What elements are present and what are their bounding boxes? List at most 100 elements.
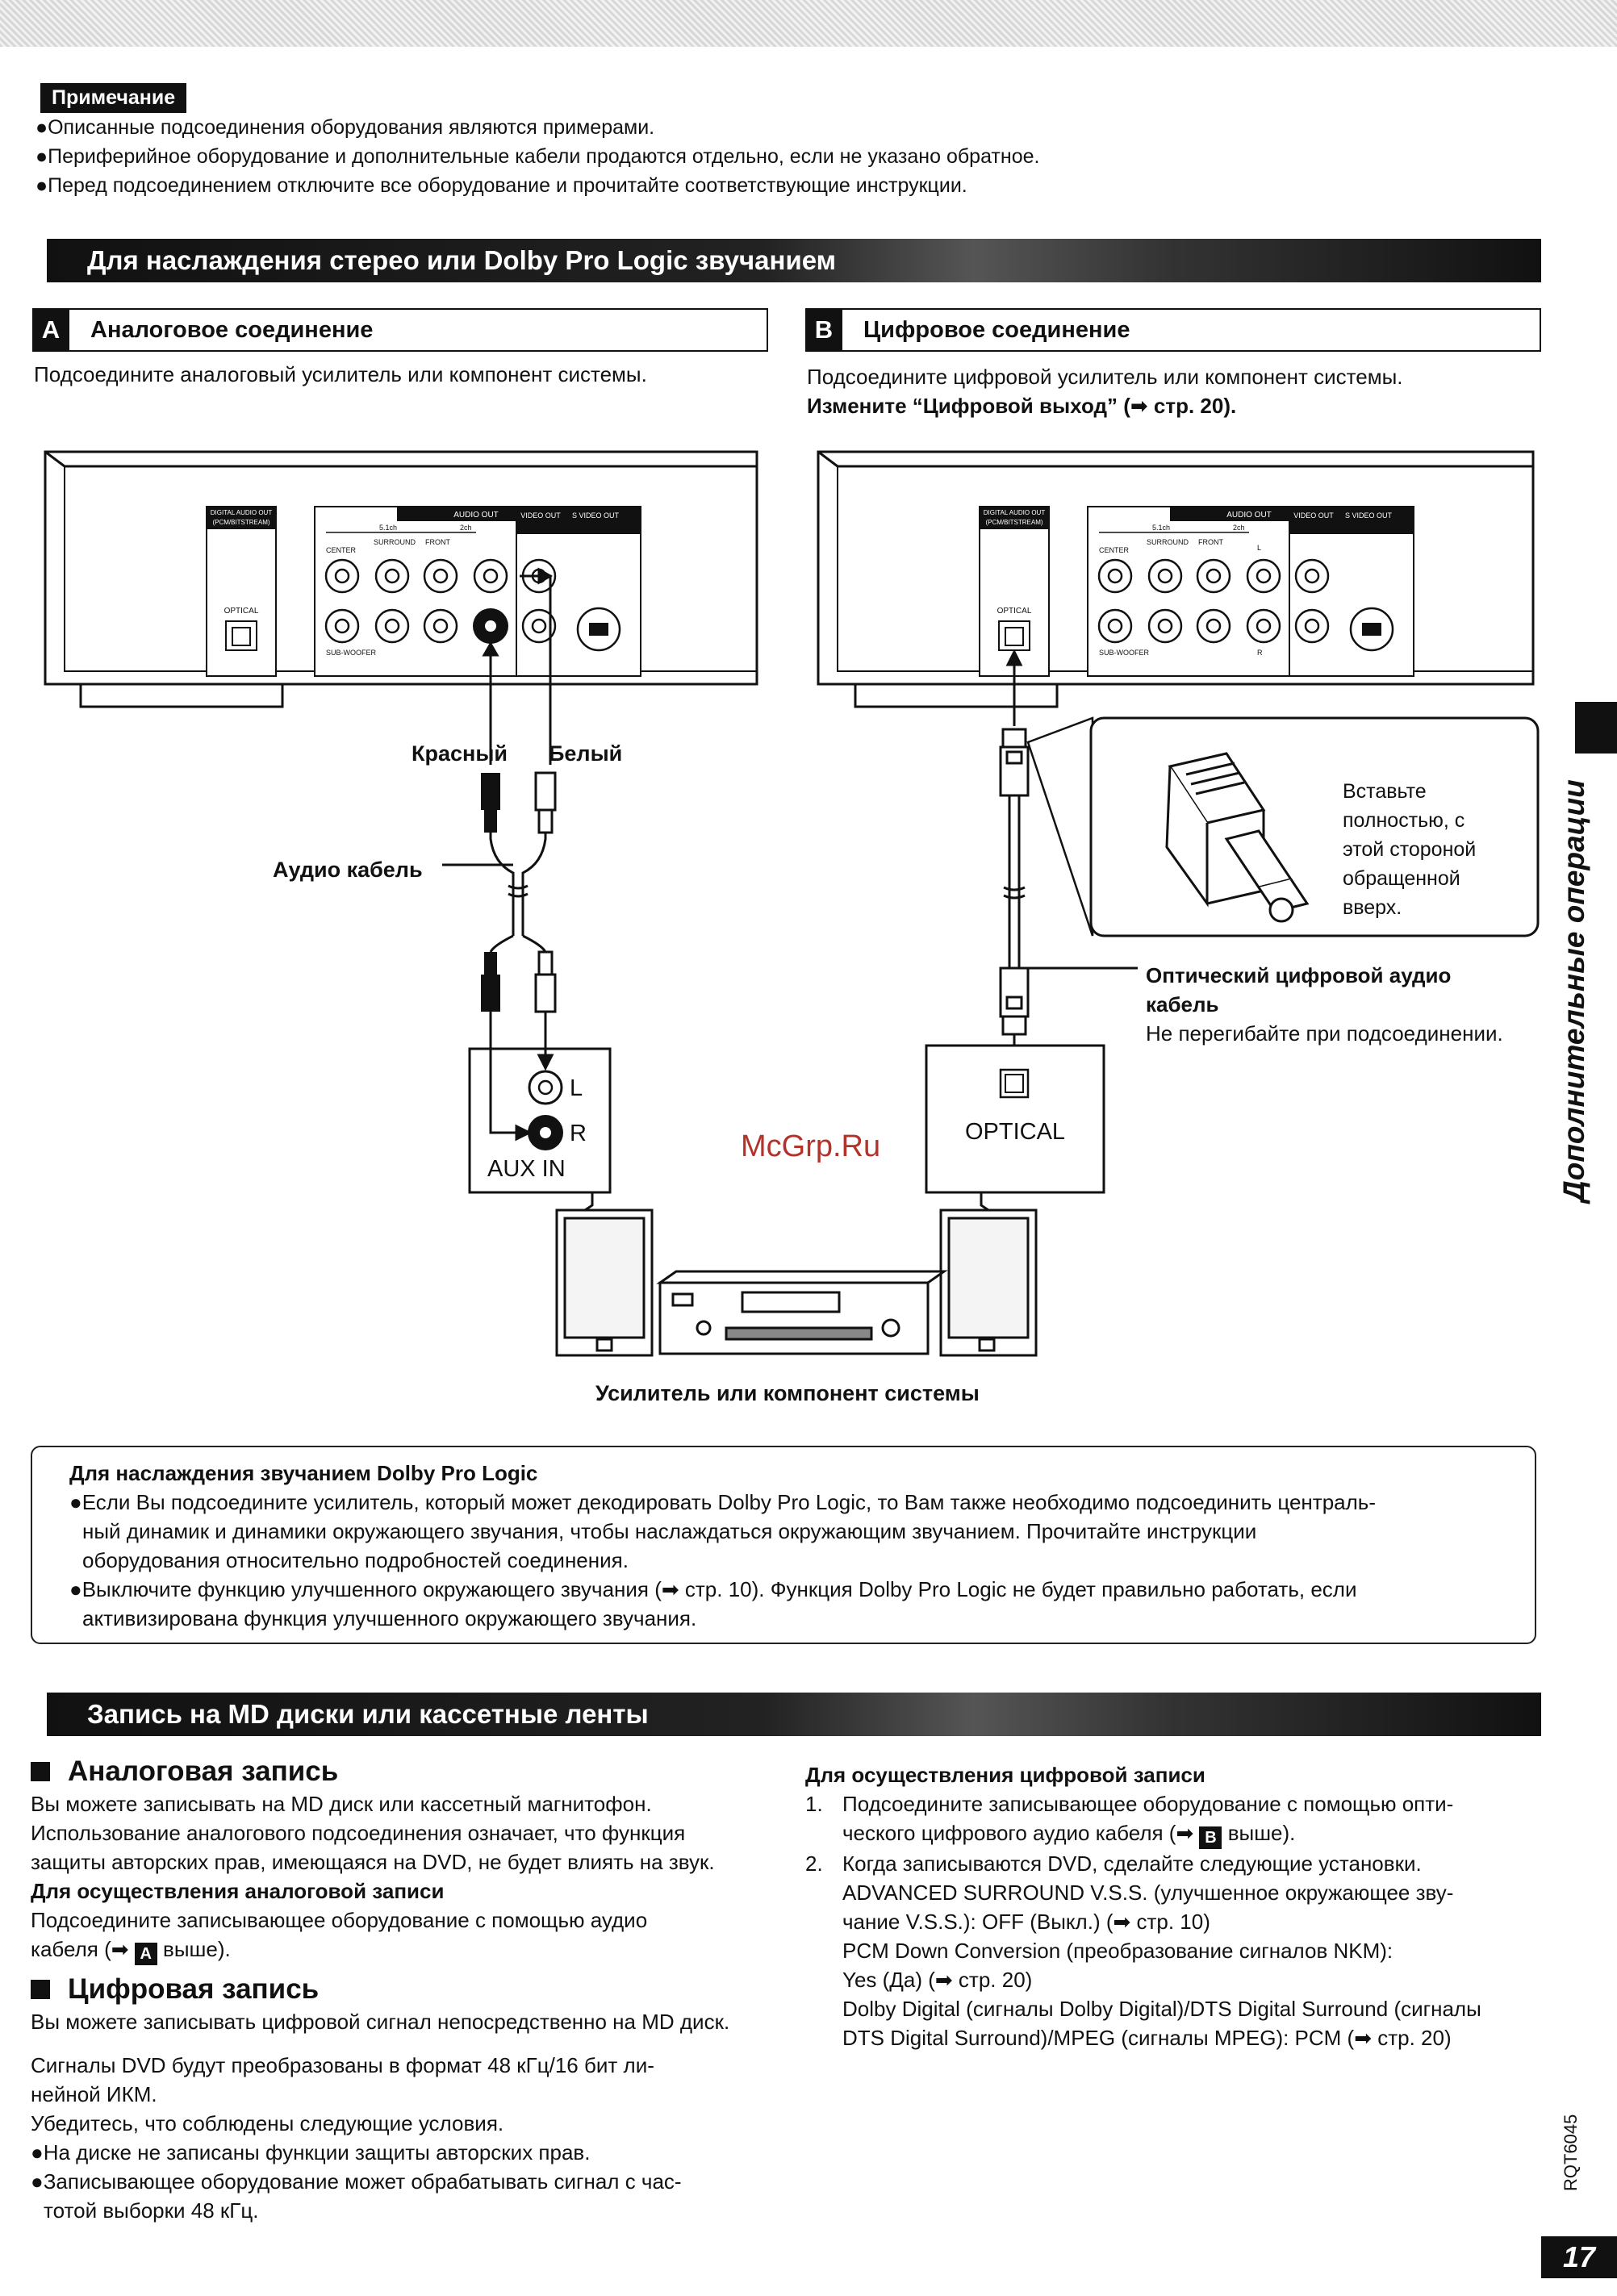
panel-label-51ch: 5.1ch xyxy=(379,524,397,532)
panel-label-r: R xyxy=(1257,649,1263,657)
digital-recording-line: Сигналы DVD будут преобразованы в формат… xyxy=(31,2053,654,2077)
label-red: Красный xyxy=(412,741,508,766)
insert-note-line: вверх. xyxy=(1343,896,1402,919)
digital-connection-title: Цифровое соединение xyxy=(863,317,1130,343)
panel-label-center: CENTER xyxy=(1099,546,1130,554)
analog-recording-line: Вы можете записывать на MD диск или касс… xyxy=(31,1792,652,1816)
dolby-info-line: активизирована функция улучшенного окруж… xyxy=(82,1606,697,1630)
digital-recording-bullet: ●На диске не записаны функции защиты авт… xyxy=(31,2140,591,2165)
label-optical-note: Не перегибайте при подсоединении. xyxy=(1146,1021,1503,1046)
analog-recording-line: кабеля (➡ A выше). xyxy=(31,1935,765,1965)
step-line: Когда записываются DVD, сделайте следующ… xyxy=(842,1851,1422,1876)
digital-connection-desc-bold: Измените “Цифровой выход” (➡ стр. 20). xyxy=(807,394,1237,418)
optical-jack-label: OPTICAL xyxy=(965,1119,1065,1145)
aux-in-box: L R AUX IN xyxy=(468,1047,612,1213)
step-1: 1. Подсоедините записывающее оборудовани… xyxy=(805,1789,1540,1849)
panel-label-front: FRONT xyxy=(1198,538,1223,546)
insert-note-line: обращенной xyxy=(1343,867,1460,890)
dolby-info-text: Для наслаждения звучанием Dolby Pro Logi… xyxy=(69,1459,1506,1633)
analog-connection-desc: Подсоедините аналоговый усилитель или ко… xyxy=(34,362,647,386)
step-number: 1. xyxy=(805,1792,823,1816)
dolby-info-line: ●Если Вы подсоедините усилитель, который… xyxy=(69,1490,1376,1514)
digital-recording-line: Убедитесь, что соблюдены следующие услов… xyxy=(31,2111,504,2135)
label-audio-cable: Аудио кабель xyxy=(273,858,423,882)
step-line: Yes (Да) (➡ стр. 20) xyxy=(842,1968,1033,1992)
panel-label-svideo-out: S VIDEO OUT xyxy=(572,511,620,520)
digital-recording-heading: Цифровая запись xyxy=(31,1973,319,2006)
analog-recording-subheading: Для осуществления аналоговой записи xyxy=(31,1879,445,1903)
dolby-info-box xyxy=(31,1446,1536,1644)
digital-recording-bullet: ●Записывающее оборудование может обрабат… xyxy=(31,2169,682,2194)
model-code: RQT6045 xyxy=(1561,2114,1581,2191)
panel-label-video-out: VIDEO OUT xyxy=(520,511,561,520)
note-item: ●Перед подсоединением отключите все обор… xyxy=(36,174,967,197)
note-item: ●Описанные подсоединения оборудования яв… xyxy=(36,116,655,139)
optical-plug-callout: Вставьте полностью, с этой стороной обра… xyxy=(1026,716,1540,937)
panel-label-audio-out: AUDIO OUT xyxy=(453,511,499,520)
panel-label-pcm: (PCM/BITSTREAM) xyxy=(212,519,270,526)
watermark: McGrp.Ru xyxy=(741,1129,881,1163)
aux-label-r: R xyxy=(570,1121,587,1146)
analog-recording-line: Подсоедините записывающее оборудование с… xyxy=(31,1908,648,1932)
step-line: PCM Down Conversion (преобразование сигн… xyxy=(842,1939,1393,1963)
label-optical-cable: Оптический цифровой аудио xyxy=(1146,963,1451,987)
analog-recording-heading: Аналоговая запись xyxy=(31,1755,338,1788)
panel-label-audio-out: AUDIO OUT xyxy=(1226,511,1272,520)
panel-label-front: FRONT xyxy=(425,538,450,546)
aux-label-l: L xyxy=(570,1075,583,1101)
audio-plugs-bottom xyxy=(481,950,557,1013)
digital-recording-body: Вы можете записывать цифровой сигнал неп… xyxy=(31,2007,765,2225)
section-recording-title: Запись на MD диски или кассетные ленты xyxy=(47,1693,1541,1736)
note-label: Примечание xyxy=(40,83,187,113)
panel-label-svideo-out: S VIDEO OUT xyxy=(1345,511,1393,520)
panel-label-center: CENTER xyxy=(326,546,357,554)
dolby-info-title: Для наслаждения звучанием Dolby Pro Logi… xyxy=(69,1461,538,1485)
panel-label-video-out: VIDEO OUT xyxy=(1293,511,1334,520)
step-line: Подсоедините записывающее оборудование с… xyxy=(842,1792,1454,1816)
panel-label-digital-audio-out: DIGITAL AUDIO OUT xyxy=(984,509,1046,516)
note-item: ●Периферийное оборудование и дополнитель… xyxy=(36,145,1040,168)
analog-recording-line: защиты авторских прав, имеющаяся на DVD,… xyxy=(31,1850,715,1874)
ref-text: выше). xyxy=(163,1937,231,1961)
amp-caption: Усилитель или компонент системы xyxy=(595,1381,980,1405)
panel-label-subwoofer: SUB-WOOFER xyxy=(1099,649,1149,657)
square-bullet-icon xyxy=(31,1980,50,1999)
insert-note-line: этой стороной xyxy=(1343,838,1476,861)
panel-label-digital-audio-out: DIGITAL AUDIO OUT xyxy=(211,509,273,516)
audio-cable-body xyxy=(442,833,547,953)
step-line: чание V.S.S.): OFF (Выкл.) (➡ стр. 10) xyxy=(842,1910,1210,1934)
audio-plugs-top xyxy=(481,771,557,834)
dolby-info-line: ный динамик и динамики окружающего звуча… xyxy=(82,1519,1257,1543)
panel-label-2ch: 2ch xyxy=(460,524,472,532)
step-line: ADVANCED SURROUND V.S.S. (улучшенное окр… xyxy=(842,1881,1454,1905)
panel-label-pcm: (PCM/BITSTREAM) xyxy=(985,519,1042,526)
panel-label-l: L xyxy=(1257,544,1261,552)
ref-a-icon: A xyxy=(134,1943,157,1965)
panel-label-surround: SURROUND xyxy=(374,538,416,546)
note-list: ●Описанные подсоединения оборудования яв… xyxy=(36,113,1205,200)
panel-label-surround: SURROUND xyxy=(1147,538,1189,546)
ref-text: выше). xyxy=(1227,1821,1296,1845)
connection-diagram: DIGITAL AUDIO OUT (PCM/BITSTREAM) OPTICA… xyxy=(44,450,1540,1405)
top-decorative-band xyxy=(0,0,1617,47)
optical-cable xyxy=(999,649,1138,1068)
panel-label-optical: OPTICAL xyxy=(997,607,1032,616)
right-digital-panel: DIGITAL AUDIO OUT (PCM/BITSTREAM) OPTICA… xyxy=(979,506,1050,677)
step-line: DTS Digital Surround)/MPEG (сигналы MPEG… xyxy=(842,2026,1452,2050)
amplifier-system xyxy=(555,1209,1038,1357)
label-optical-cable-2: кабель xyxy=(1146,992,1219,1017)
step-2: 2. Когда записываются DVD, сделайте след… xyxy=(805,1849,1540,2052)
analog-recording-body: Вы можете записывать на MD диск или касс… xyxy=(31,1789,765,1965)
aux-label-in: AUX IN xyxy=(487,1156,566,1182)
left-digital-panel: DIGITAL AUDIO OUT (PCM/BITSTREAM) OPTICA… xyxy=(206,506,277,677)
ref-text: кабеля (➡ xyxy=(31,1937,129,1961)
square-bullet-icon xyxy=(31,1762,50,1781)
badge-b: B xyxy=(805,308,842,352)
analog-recording-heading-text: Аналоговая запись xyxy=(68,1755,339,1787)
badge-a: A xyxy=(32,308,69,352)
panel-label-51ch: 5.1ch xyxy=(1152,524,1170,532)
insert-note-line: Вставьте xyxy=(1343,780,1427,803)
label-white: Белый xyxy=(549,741,622,766)
ref-b-icon: B xyxy=(1199,1826,1222,1849)
section-stereo-dolby-title: Для наслаждения стерео или Dolby Pro Log… xyxy=(47,239,1541,282)
